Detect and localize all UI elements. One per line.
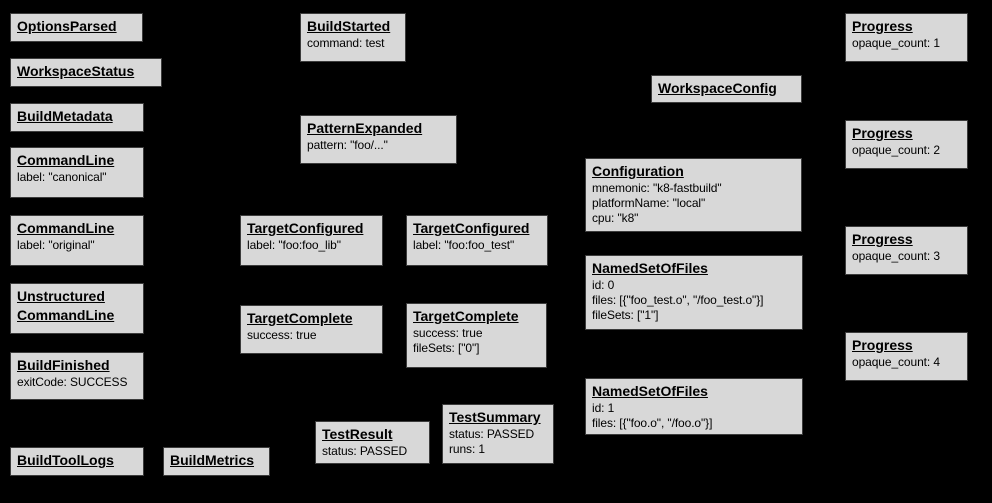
node-field: success: true bbox=[247, 328, 317, 342]
node-field: exitCode: SUCCESS bbox=[17, 375, 128, 389]
node-title: PatternExpanded bbox=[307, 120, 423, 136]
node-pattern-expanded: PatternExpanded pattern: "foo/..." bbox=[300, 115, 457, 164]
node-build-metrics: BuildMetrics bbox=[163, 447, 270, 476]
node-title: TargetConfigured bbox=[413, 220, 530, 236]
node-progress-4: Progress opaque_count: 4 bbox=[845, 332, 968, 381]
node-title: TargetComplete bbox=[247, 310, 353, 326]
node-field: label: "canonical" bbox=[17, 170, 107, 184]
node-progress-2: Progress opaque_count: 2 bbox=[845, 120, 968, 169]
node-progress-3: Progress opaque_count: 3 bbox=[845, 226, 968, 275]
node-field: label: "foo:foo_test" bbox=[413, 238, 515, 252]
node-command-line-canonical: CommandLine label: "canonical" bbox=[10, 147, 144, 198]
node-configuration: Configuration mnemonic: "k8-fastbuild"pla… bbox=[585, 158, 802, 232]
node-title: Progress bbox=[852, 18, 913, 34]
node-title: Progress bbox=[852, 125, 913, 141]
node-title: TargetComplete bbox=[413, 308, 519, 324]
node-field: success: true bbox=[413, 326, 483, 340]
node-title: TestSummary bbox=[449, 409, 541, 425]
node-field: fileSets: ["0"] bbox=[413, 341, 480, 355]
node-title: NamedSetOfFiles bbox=[592, 383, 708, 399]
node-title: TestResult bbox=[322, 426, 393, 442]
node-workspace-status: WorkspaceStatus bbox=[10, 58, 162, 87]
node-field: opaque_count: 2 bbox=[852, 143, 940, 157]
node-build-tool-logs: BuildToolLogs bbox=[10, 447, 144, 476]
node-title: Progress bbox=[852, 231, 913, 247]
node-field: platformName: "local" bbox=[592, 196, 706, 210]
node-build-finished: BuildFinished exitCode: SUCCESS bbox=[10, 352, 144, 400]
node-title: CommandLine bbox=[17, 220, 115, 236]
node-field: command: test bbox=[307, 36, 385, 50]
node-build-started: BuildStarted command: test bbox=[300, 13, 406, 62]
node-field: opaque_count: 1 bbox=[852, 36, 940, 50]
node-title: CommandLine bbox=[17, 152, 115, 168]
node-title: Unstructured bbox=[17, 288, 105, 304]
node-title: BuildStarted bbox=[307, 18, 391, 34]
node-command-line-original: CommandLine label: "original" bbox=[10, 215, 144, 266]
node-title: CommandLine bbox=[17, 307, 115, 323]
node-field: runs: 1 bbox=[449, 442, 485, 456]
node-field: status: PASSED bbox=[322, 444, 408, 458]
node-field: cpu: "k8" bbox=[592, 211, 639, 225]
node-target-configured-foo-test: TargetConfigured label: "foo:foo_test" bbox=[406, 215, 548, 266]
node-title: BuildMetrics bbox=[170, 452, 255, 468]
node-options-parsed: OptionsParsed bbox=[10, 13, 143, 42]
node-title: BuildMetadata bbox=[17, 108, 113, 124]
node-field: label: "foo:foo_lib" bbox=[247, 238, 341, 252]
node-title: Configuration bbox=[592, 163, 684, 179]
node-title: BuildToolLogs bbox=[17, 452, 114, 468]
node-title: BuildFinished bbox=[17, 357, 110, 373]
node-title: OptionsParsed bbox=[17, 18, 117, 34]
node-target-complete-lib: TargetComplete success: true bbox=[240, 305, 383, 354]
node-field: id: 0 bbox=[592, 278, 615, 292]
node-title: WorkspaceStatus bbox=[17, 63, 135, 79]
node-field: opaque_count: 3 bbox=[852, 249, 940, 263]
node-field: opaque_count: 4 bbox=[852, 355, 940, 369]
node-title: NamedSetOfFiles bbox=[592, 260, 708, 276]
node-title: Progress bbox=[852, 337, 913, 353]
node-field: fileSets: ["1"] bbox=[592, 308, 659, 322]
node-target-configured-foo-lib: TargetConfigured label: "foo:foo_lib" bbox=[240, 215, 383, 266]
node-field: status: PASSED bbox=[449, 427, 535, 441]
node-field: files: [{"foo_test.o", "/foo_test.o"}] bbox=[592, 293, 764, 307]
node-field: id: 1 bbox=[592, 401, 615, 415]
node-progress-1: Progress opaque_count: 1 bbox=[845, 13, 968, 62]
node-field: label: "original" bbox=[17, 238, 95, 252]
node-workspace-config: WorkspaceConfig bbox=[651, 75, 802, 103]
node-build-metadata: BuildMetadata bbox=[10, 103, 144, 132]
node-test-result: TestResult status: PASSED bbox=[315, 421, 430, 464]
node-field: pattern: "foo/..." bbox=[307, 138, 388, 152]
node-field: files: [{"foo.o", "/foo.o"}] bbox=[592, 416, 713, 430]
node-title: WorkspaceConfig bbox=[658, 80, 777, 96]
node-title: TargetConfigured bbox=[247, 220, 364, 236]
node-field: mnemonic: "k8-fastbuild" bbox=[592, 181, 722, 195]
